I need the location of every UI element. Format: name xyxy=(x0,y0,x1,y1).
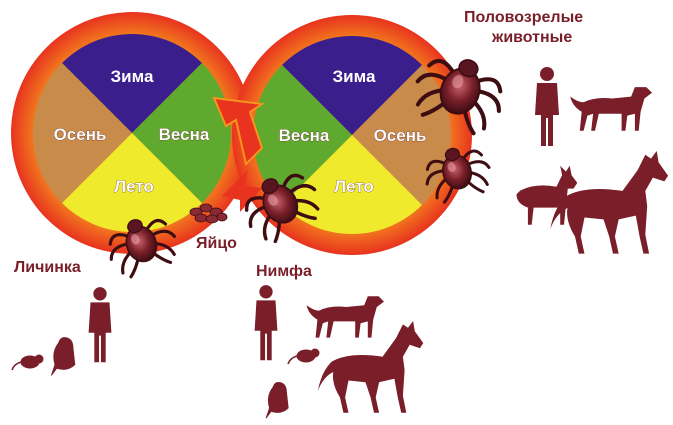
right-winter-label: Зима xyxy=(333,67,376,86)
nymph-label: Нимфа xyxy=(256,263,312,280)
person-icon xyxy=(255,285,278,360)
bird-icon xyxy=(266,382,288,418)
adults-label-line1: Половозрелые xyxy=(464,9,583,26)
left-summer-label: Лето xyxy=(114,177,154,196)
person-icon xyxy=(535,67,559,146)
mouse-icon xyxy=(12,355,43,370)
right-autumn-label: Осень xyxy=(374,126,427,145)
person-icon xyxy=(89,287,112,362)
right-summer-label: Лето xyxy=(334,177,374,196)
larva-label: Личинка xyxy=(14,259,81,276)
left-autumn-label: Осень xyxy=(54,125,107,144)
left-winter-label: Зима xyxy=(111,67,154,86)
adults-label-line2: животные xyxy=(491,29,572,46)
mouse-icon xyxy=(288,349,319,364)
left-spring-label: Весна xyxy=(159,125,210,144)
horse-icon xyxy=(550,151,668,254)
right-spring-label: Весна xyxy=(279,126,330,145)
bird-icon xyxy=(51,338,74,376)
dog-icon xyxy=(570,87,652,131)
egg-label: Яйцо xyxy=(196,235,237,252)
dog-icon xyxy=(307,296,384,337)
